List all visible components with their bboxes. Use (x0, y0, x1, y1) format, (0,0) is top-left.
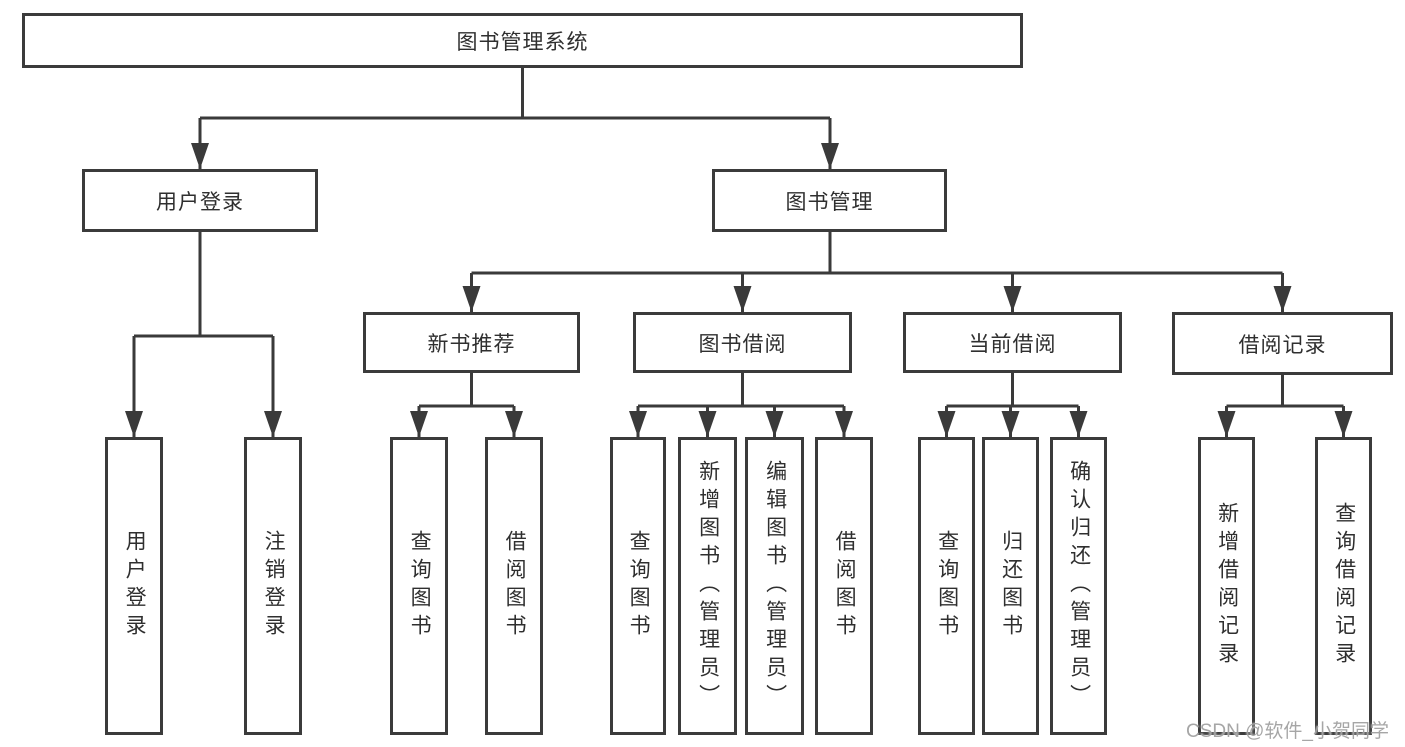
connector-book-borrow (629, 373, 853, 437)
node-book-management-label: 图书管理 (785, 190, 874, 214)
node-book-borrow-label: 图书借阅 (698, 332, 787, 356)
leaf-logout: 注销登录 (244, 437, 302, 735)
node-borrow-records: 借阅记录 (1172, 312, 1393, 375)
node-current-borrow: 当前借阅 (903, 312, 1122, 373)
connector-root (191, 68, 839, 169)
leaf-add-borrow-record-label: 新增借阅记录 (1215, 502, 1239, 670)
node-book-management: 图书管理 (712, 169, 947, 232)
leaf-add-book-admin: 新增图书（管理员） (678, 437, 737, 735)
connector-user-login (125, 232, 282, 437)
connector-borrow-records (1217, 375, 1353, 437)
leaf-return-book: 归还图书 (982, 437, 1039, 735)
csdn-watermark: CSDN @软件_小贺同学 (1186, 721, 1389, 742)
connector-new-book-recommend (410, 373, 523, 437)
leaf-query-books-borrow: 查询图书 (610, 437, 666, 735)
node-new-book-recommend: 新书推荐 (363, 312, 580, 373)
leaf-return-book-label: 归还图书 (999, 530, 1023, 642)
leaf-confirm-return-admin: 确认归还（管理员） (1050, 437, 1107, 735)
node-current-borrow-label: 当前借阅 (968, 332, 1057, 356)
leaf-add-borrow-record: 新增借阅记录 (1198, 437, 1255, 735)
leaf-query-books-recommend: 查询图书 (390, 437, 448, 735)
node-book-borrow: 图书借阅 (633, 312, 852, 373)
leaf-borrow-books-recommend-label: 借阅图书 (503, 530, 527, 642)
leaf-confirm-return-admin-label: 确认归还（管理员） (1067, 460, 1091, 712)
leaf-user-login: 用户登录 (105, 437, 163, 735)
leaf-logout-label: 注销登录 (262, 530, 286, 642)
connector-book-management (462, 232, 1292, 312)
leaf-borrow-books-label: 借阅图书 (833, 530, 857, 642)
node-root-label: 图书管理系统 (456, 30, 589, 54)
leaf-query-borrow-record-label: 查询借阅记录 (1332, 502, 1356, 670)
leaf-query-borrow-record: 查询借阅记录 (1315, 437, 1372, 735)
leaf-user-login-label: 用户登录 (123, 530, 147, 642)
node-root-system: 图书管理系统 (22, 13, 1023, 68)
node-new-book-recommend-label: 新书推荐 (427, 332, 516, 356)
leaf-borrow-books-recommend: 借阅图书 (485, 437, 543, 735)
connector-current-borrow (937, 373, 1088, 437)
node-borrow-records-label: 借阅记录 (1238, 333, 1327, 357)
leaf-query-books-current: 查询图书 (918, 437, 975, 735)
leaf-edit-book-admin-label: 编辑图书（管理员） (763, 460, 787, 712)
leaf-borrow-books: 借阅图书 (815, 437, 873, 735)
leaf-edit-book-admin: 编辑图书（管理员） (745, 437, 804, 735)
node-user-login: 用户登录 (82, 169, 318, 232)
leaf-query-books-recommend-label: 查询图书 (408, 530, 432, 642)
node-user-login-label: 用户登录 (156, 190, 244, 214)
leaf-query-books-current-label: 查询图书 (935, 530, 959, 642)
leaf-query-books-borrow-label: 查询图书 (627, 530, 651, 642)
leaf-add-book-admin-label: 新增图书（管理员） (696, 460, 720, 712)
